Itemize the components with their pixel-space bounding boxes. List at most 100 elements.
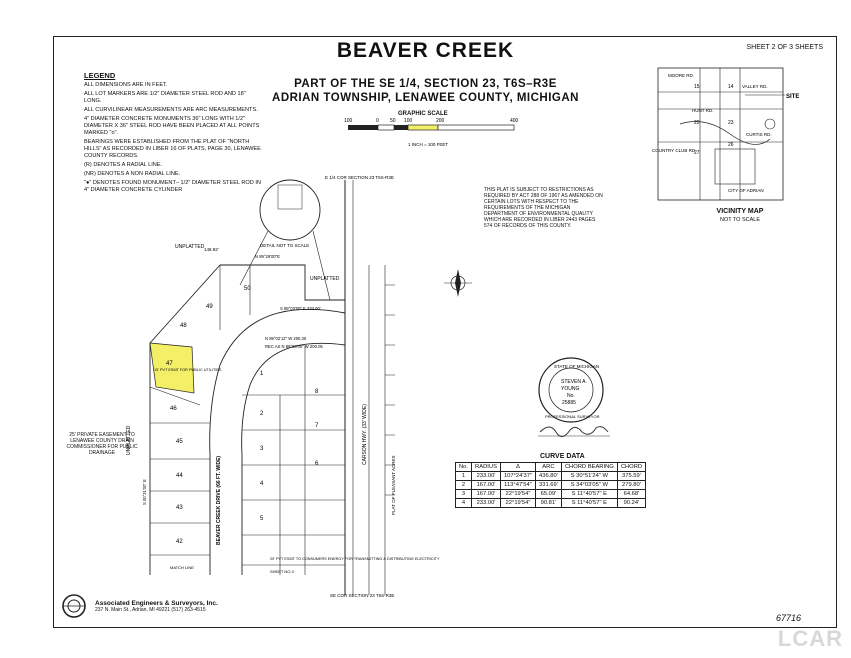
- table-cell: 90.81': [535, 498, 562, 508]
- vicinity-map-title: VICINITY MAP: [716, 208, 764, 215]
- lot-number: 47: [166, 361, 173, 367]
- legend-item: ALL CURVILINEAR MEASUREMENTS ARE ARC MEA…: [84, 107, 258, 113]
- surveyor-seal: STATE OF MICHIGAN STEVEN A. YOUNG No. 25…: [538, 357, 604, 423]
- vicinity-map: MOORE RD. HUNT RD. COUNTRY CLUB RD. CITY…: [652, 67, 799, 201]
- table-cell: 2: [454, 480, 473, 490]
- bearing-label: S 00°31'00" E: [142, 479, 147, 505]
- table-cell: 90.24': [616, 498, 647, 508]
- vicinity-label: CURTIS RD.: [746, 132, 772, 137]
- table-cell: 22°19'54": [499, 498, 537, 508]
- lot-number: 43: [176, 505, 183, 511]
- company-address: 237 N. Main St., Adrian, MI 49221 (517) …: [95, 607, 206, 613]
- company-logo-icon: [62, 594, 86, 618]
- table-cell: 107°24'37": [499, 471, 537, 481]
- table-cell: 65.09': [535, 489, 562, 499]
- lot-number: 5: [260, 516, 264, 522]
- legend-item: (NR) DENOTES A NON RADIAL LINE.: [84, 171, 181, 177]
- table-cell: S 30°51'24" W: [560, 471, 618, 481]
- lot-number: 1: [260, 371, 264, 377]
- plat-plan-drawing: 49 50 47 46 45 44 43 42 48 1 2 3 4 5 6 7…: [126, 175, 472, 598]
- column-header: ARC: [535, 462, 562, 472]
- sheet-number: SHEET 2 OF 3 SHEETS: [746, 44, 823, 51]
- legend: LEGEND ALL DIMENSIONS ARE IN FEET. ALL L…: [84, 72, 264, 196]
- lot-number: 42: [176, 539, 183, 545]
- unplatted-label: UNPLATTED: [126, 425, 132, 455]
- watermark-logo: LCAR: [777, 626, 843, 651]
- scale-tick-label: 0: [376, 118, 379, 124]
- lot-number: 49: [206, 304, 213, 310]
- column-header: CHORD BEARING: [560, 462, 618, 472]
- scale-tick-label: 400: [510, 118, 519, 124]
- column-header: No.: [454, 462, 473, 472]
- corner-label: E 1/4 COR SECTION 23 T6S-R3E: [325, 175, 394, 180]
- lot-number: 3: [260, 446, 264, 452]
- vicinity-map-subtitle: NOT TO SCALE: [719, 217, 761, 223]
- sheet-reference: SHEET NO.3: [270, 569, 294, 574]
- vicinity-label: VALLEY RD.: [742, 84, 768, 89]
- street-label: BEAVER CREEK DRIVE (66 FT. WIDE): [216, 456, 222, 545]
- detail-label: DETAIL NOT TO SCALE: [260, 243, 309, 248]
- dimension-label: 148.92': [204, 247, 219, 252]
- table-cell: 331.69': [535, 480, 562, 490]
- site-label: SITE: [786, 94, 799, 100]
- unplatted-label: UNPLATTED: [175, 244, 205, 250]
- bearing-label: REC AS N 89°03'00" W 200.05: [265, 344, 323, 349]
- match-line-label: MATCH LINE: [170, 565, 194, 570]
- legend-item: ALL LOT MARKERS ARE 1/2" DIAMETER STEEL …: [84, 91, 246, 104]
- table-cell: 22°19'54": [499, 489, 537, 499]
- lot-number: 46: [170, 406, 177, 412]
- plat-subtitle-2: ADRIAN TOWNSHIP, LENAWEE COUNTY, MICHIGA…: [272, 92, 579, 104]
- seal-text: 25885: [562, 400, 576, 406]
- table-cell: 167.00': [471, 480, 501, 490]
- scale-tick-label: 200: [436, 118, 445, 124]
- corner-label: SE COR SECTION 23 T6S-R3E: [330, 593, 394, 598]
- column-header: CHORD: [616, 462, 647, 472]
- highlighted-lot-47: [149, 342, 195, 394]
- section-number: 27: [694, 150, 700, 156]
- seal-text: STATE OF MICHIGAN: [554, 364, 599, 369]
- legend-item: ALL DIMENSIONS ARE IN FEET.: [84, 82, 168, 88]
- lot-number: 44: [176, 473, 183, 479]
- plat-restriction-note: THIS PLAT IS SUBJECT TO RESTRICTIONS AS …: [484, 187, 603, 229]
- adjacent-plat-label: PLAT OF PLEASANT ACRES: [391, 455, 396, 515]
- lot-number: 50: [244, 286, 251, 292]
- lot-number: 7: [315, 423, 319, 429]
- section-number: 14: [728, 84, 734, 90]
- north-arrow-icon: [764, 118, 776, 130]
- table-cell: 279.80': [616, 480, 647, 490]
- legend-item: BEARINGS WERE ESTABLISHED FROM THE PLAT …: [84, 139, 261, 159]
- surveyor-signature: [538, 426, 610, 437]
- section-number: 15: [694, 84, 700, 90]
- section-number: 23: [728, 120, 734, 126]
- table-cell: 233.00': [471, 498, 501, 508]
- vicinity-label: CITY OF ADRIAN: [728, 188, 764, 193]
- company-name: Associated Engineers & Surveyors, Inc.: [95, 600, 218, 607]
- bearing-label: N 89°29'00"E: [255, 254, 280, 259]
- table-row: 4 233.00' 22°19'54" 90.81' S 11°40'57" E…: [454, 498, 647, 508]
- lot-number: 45: [176, 439, 183, 445]
- column-header: Δ: [499, 462, 537, 472]
- column-header: RADIUS: [471, 462, 501, 472]
- table-cell: 4: [454, 498, 473, 508]
- vicinity-label: MOORE RD.: [668, 73, 694, 78]
- handwritten-number: 67716: [775, 613, 801, 623]
- legend-item: (R) DENOTES A RADIAL LINE.: [84, 162, 163, 168]
- table-cell: 1: [454, 471, 473, 481]
- company-block: Associated Engineers & Surveyors, Inc. 2…: [95, 600, 218, 613]
- bearing-label: S 89°03'00" E 233.00': [280, 306, 321, 311]
- table-row: 2 167.00' 113°47'54" 331.69' S 34°03'05"…: [454, 480, 647, 490]
- scale-tick-label: 50: [390, 118, 396, 124]
- legend-item: "●" DENOTES FOUND MONUMENT– 1/2" DIAMETE…: [84, 180, 261, 193]
- easement-label: 20' PVT ESMT TO CONSUMERS ENERGY FOR TRA…: [270, 557, 440, 561]
- north-arrow-icon: [444, 269, 472, 297]
- table-cell: 3: [454, 489, 473, 499]
- scale-unit: 1 INCH = 100 FEET: [408, 142, 448, 147]
- lot-number: 6: [315, 461, 319, 467]
- curve-data-title: CURVE DATA: [540, 453, 585, 460]
- plat-title: BEAVER CREEK: [336, 39, 515, 62]
- easement-label: 15' PVT ESMT FOR PUBLIC UTILITIES: [154, 368, 222, 372]
- table-cell: 113°47'54": [499, 480, 537, 490]
- bearing-label: N 89°02'12" W 200.30: [265, 336, 307, 341]
- seal-text: No.: [567, 393, 575, 399]
- street-label: CARSON HWY. (33' WIDE): [362, 404, 368, 465]
